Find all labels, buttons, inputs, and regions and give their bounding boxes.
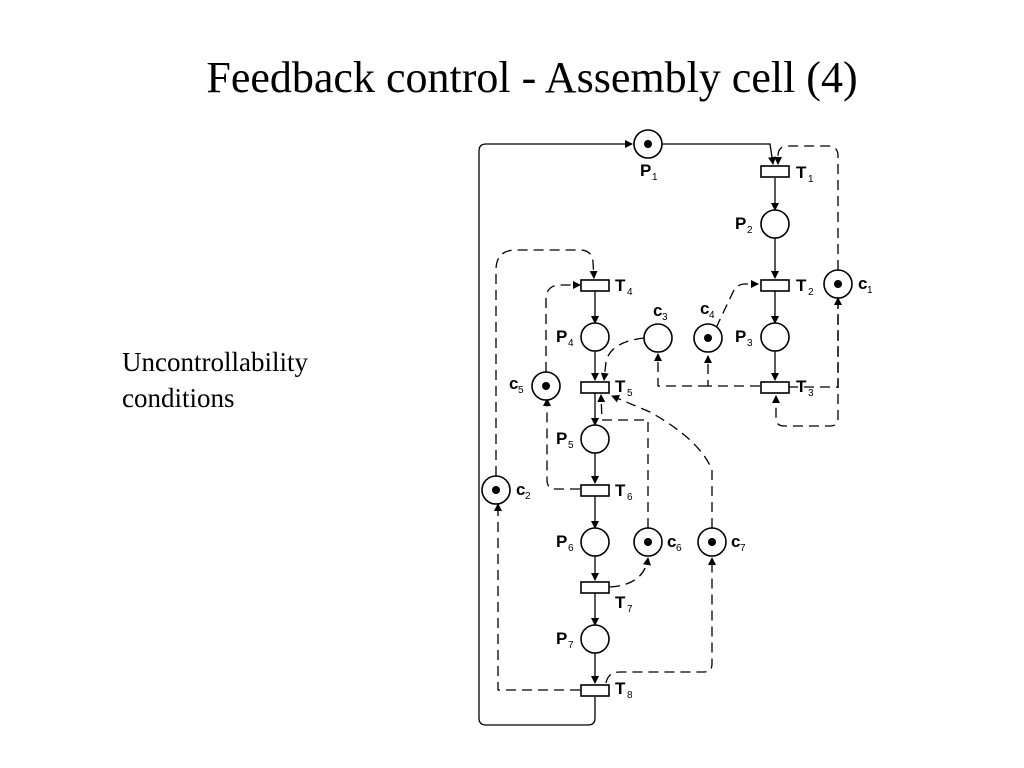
place-p2 — [760, 209, 790, 239]
arc-t3-c3 — [654, 353, 708, 387]
label-c7: c7 — [731, 532, 746, 554]
uncontrollability-note: Uncontrollability conditions — [122, 344, 382, 416]
arc-p1-t1 — [662, 143, 776, 165]
arc-c2-t4 — [495, 249, 598, 476]
control-arcs — [494, 145, 842, 691]
label-p2: P2 — [735, 214, 753, 236]
arc-c7-t5 — [611, 395, 713, 528]
note-line-2: conditions — [122, 383, 235, 413]
transition-t7 — [580, 581, 610, 594]
arc-c1-t3 — [772, 298, 839, 427]
note-line-1: Uncontrollability — [122, 347, 308, 377]
arc-t8-c2 — [494, 503, 580, 691]
token-c7 — [708, 538, 716, 546]
transition-t3 — [760, 381, 790, 394]
place-p6 — [580, 527, 610, 557]
label-c4: c4 — [700, 299, 715, 321]
place-p5 — [580, 424, 610, 454]
slide-title: Feedback control - Assembly cell (4) — [206, 53, 858, 102]
arc-c5-t4 — [545, 281, 581, 372]
arc-c3-t5 — [600, 337, 645, 381]
label-c3: c3 — [653, 301, 668, 323]
token-c2 — [492, 486, 500, 494]
token-p1 — [644, 140, 652, 148]
label-p3: P3 — [735, 327, 753, 349]
label-c2: c2 — [516, 480, 531, 502]
labels: P1 P2 P3 P4 P5 P6 P7 c1 c2 c3 c4 c5 c6 c… — [509, 161, 873, 701]
label-p4: P4 — [556, 327, 574, 349]
arc-t8-p1 — [478, 140, 633, 726]
label-c1: c1 — [858, 274, 873, 296]
transition-t6 — [580, 484, 610, 497]
label-p5: P5 — [556, 429, 574, 451]
solid-arcs — [478, 140, 779, 726]
label-p6: P6 — [556, 532, 574, 554]
arc-c6-t5 — [597, 394, 649, 528]
arc-c1-t1 — [774, 145, 839, 270]
place-c3 — [643, 323, 673, 353]
transition-t4 — [580, 279, 610, 292]
label-c5: c5 — [509, 374, 524, 396]
token-c6 — [644, 538, 652, 546]
arc-t6-c5 — [543, 398, 580, 490]
token-c5 — [542, 382, 550, 390]
transitions — [580, 165, 790, 697]
token-c4 — [704, 334, 712, 342]
arc-t3-c4 — [704, 355, 760, 387]
place-p7 — [580, 624, 610, 654]
places — [481, 129, 853, 654]
arc-t8-c7 — [605, 557, 716, 684]
tokens — [492, 140, 842, 546]
transition-t5 — [580, 381, 610, 394]
transition-t1 — [760, 165, 790, 178]
token-c1 — [834, 280, 842, 288]
arc-t7-c6 — [609, 557, 651, 588]
transition-t2 — [760, 279, 790, 292]
place-p3 — [760, 322, 790, 352]
transition-t8 — [580, 684, 610, 697]
place-p4 — [580, 322, 610, 352]
arc-t3-c1 — [788, 297, 842, 388]
label-c6: c6 — [667, 532, 682, 554]
label-p7: P7 — [556, 629, 574, 651]
arc-c4-t2 — [715, 280, 759, 329]
label-p1: P1 — [640, 161, 658, 183]
